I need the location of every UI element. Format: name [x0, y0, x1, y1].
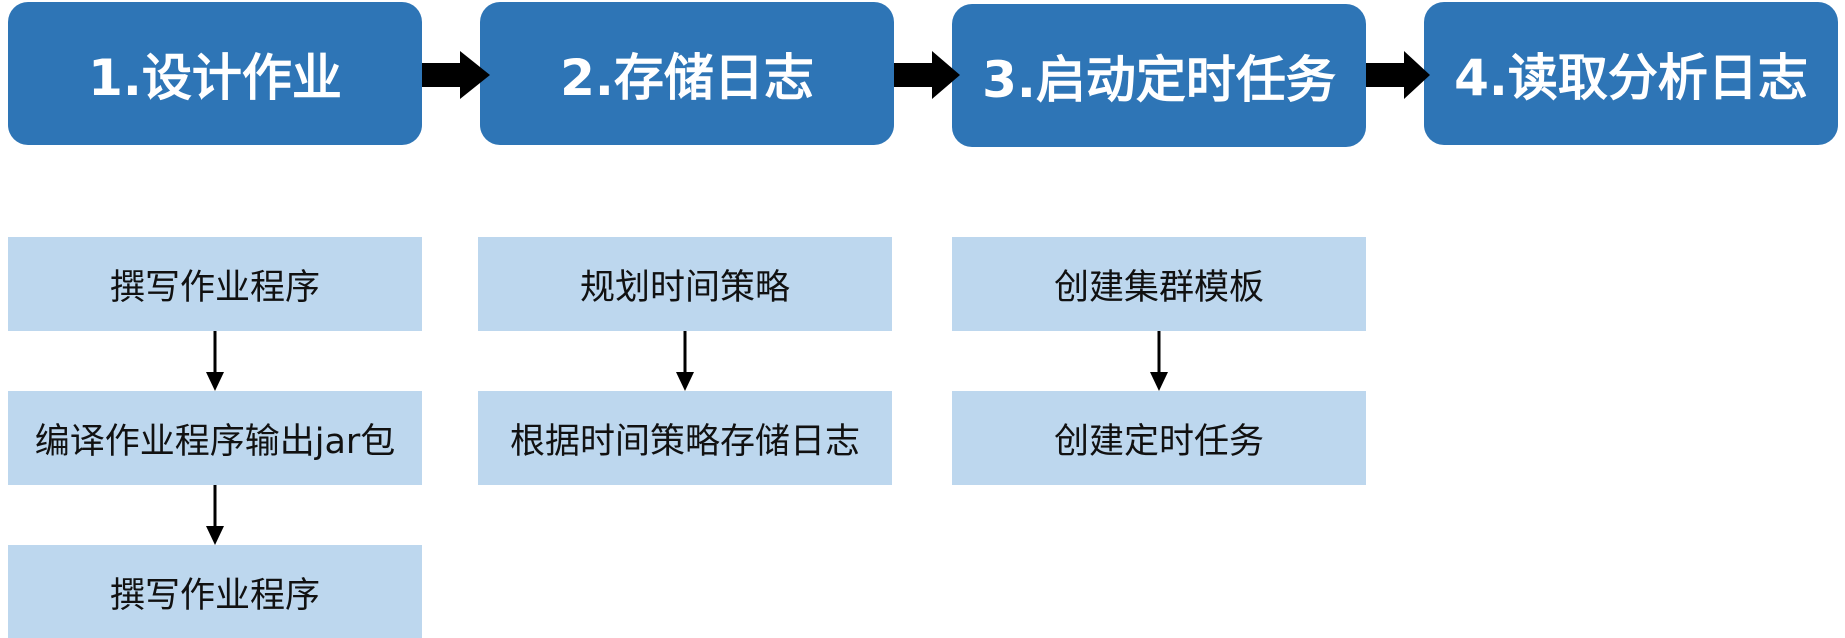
stage-store-logs: 2.存储日志 — [480, 2, 894, 145]
step-create-scheduled-task-label: 创建定时任务 — [1053, 421, 1264, 462]
arrow-down-design-1 — [206, 331, 224, 391]
step-create-scheduled-task: 创建定时任务 — [952, 391, 1366, 485]
stage-store-logs-label: 2.存储日志 — [560, 48, 814, 107]
step-write-program-2-label: 撰写作业程序 — [109, 575, 320, 616]
stage-design: 1.设计作业 — [8, 2, 422, 145]
step-compile-jar: 编译作业程序输出jar包 — [8, 391, 422, 485]
step-create-cluster-template: 创建集群模板 — [952, 237, 1366, 331]
arrow-stage-2-to-3 — [894, 51, 960, 99]
arrow-down-launch-1 — [1150, 331, 1168, 391]
arrow-down-design-2 — [206, 485, 224, 545]
step-plan-time-policy-label: 规划时间策略 — [579, 267, 790, 308]
stage-read-analyze-label: 4.读取分析日志 — [1454, 48, 1808, 107]
stage-launch-schedule-label: 3.启动定时任务 — [982, 50, 1336, 109]
step-write-program-2: 撰写作业程序 — [8, 545, 422, 638]
step-create-cluster-template-label: 创建集群模板 — [1053, 267, 1264, 308]
step-plan-time-policy: 规划时间策略 — [478, 237, 892, 331]
arrow-stage-1-to-2 — [422, 51, 490, 99]
stage-read-analyze: 4.读取分析日志 — [1424, 2, 1838, 145]
step-write-program: 撰写作业程序 — [8, 237, 422, 331]
step-store-by-policy: 根据时间策略存储日志 — [478, 391, 892, 485]
arrow-down-store-1 — [676, 331, 694, 391]
stage-launch-schedule: 3.启动定时任务 — [952, 4, 1366, 147]
step-compile-jar-label: 编译作业程序输出jar包 — [34, 421, 396, 462]
step-write-program-label: 撰写作业程序 — [109, 267, 320, 308]
arrow-stage-3-to-4 — [1366, 51, 1430, 99]
step-store-by-policy-label: 根据时间策略存储日志 — [509, 421, 860, 462]
stage-design-label: 1.设计作业 — [88, 48, 342, 107]
